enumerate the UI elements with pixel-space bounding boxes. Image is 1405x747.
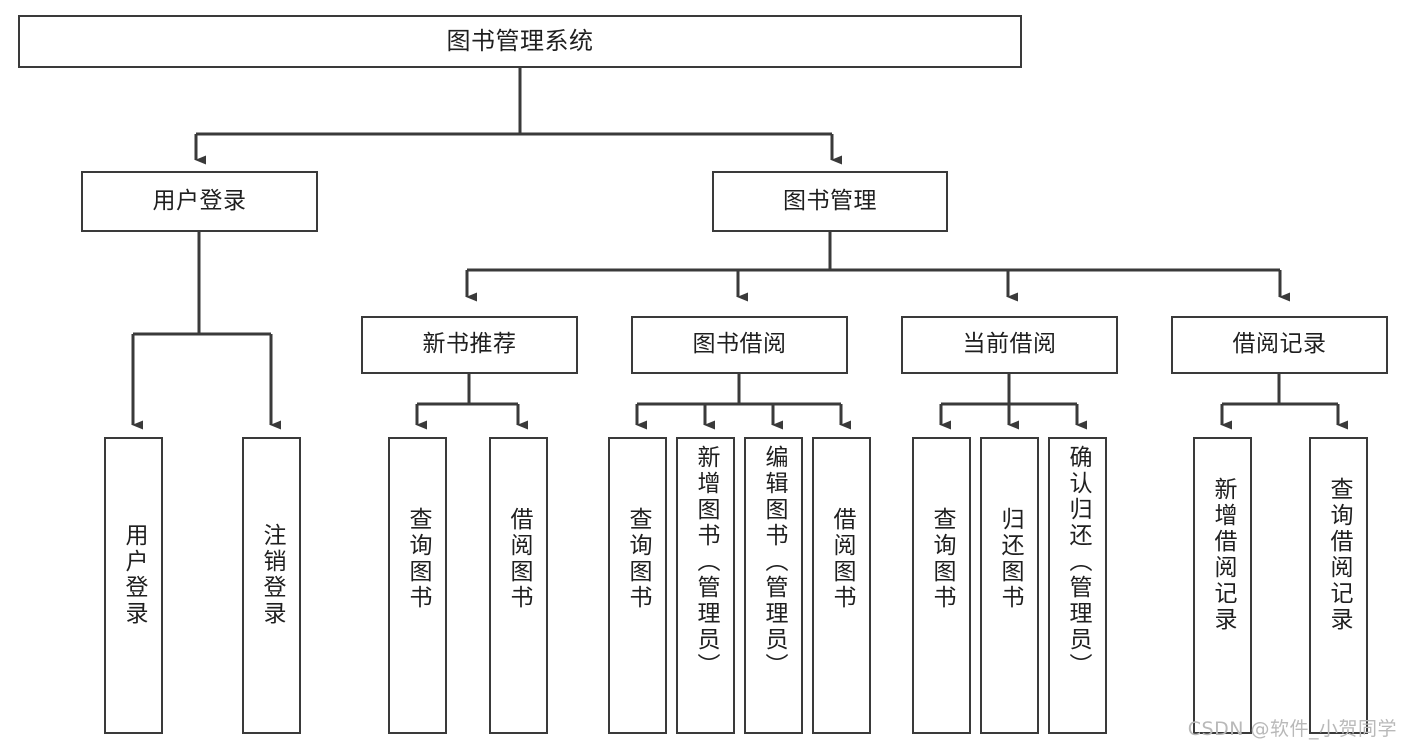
node-label: 借阅记录: [1232, 331, 1327, 358]
node-label: 新增借阅记录: [1210, 477, 1236, 633]
node-label: 借阅图书: [829, 507, 855, 611]
node-label: 查询图书: [929, 507, 955, 611]
node-root-system[interactable]: 图书管理系统: [18, 15, 1022, 68]
node-label: 用户登录: [121, 523, 147, 627]
node-borrow-record[interactable]: 借阅记录: [1171, 316, 1388, 374]
node-label: 查询图书: [405, 507, 431, 611]
node-label: 归还图书: [997, 507, 1023, 611]
leaf-current-return-book[interactable]: 归还图书: [980, 437, 1039, 734]
node-label: 编辑图书（管理员）: [761, 445, 787, 679]
node-label: 借阅图书: [506, 507, 532, 611]
leaf-record-query[interactable]: 查询借阅记录: [1309, 437, 1368, 734]
node-user-login[interactable]: 用户登录: [81, 171, 318, 232]
node-label: 当前借阅: [962, 331, 1057, 358]
node-current-borrow[interactable]: 当前借阅: [901, 316, 1118, 374]
watermark-text: CSDN @软件_小贺同学: [1187, 718, 1397, 740]
leaf-borrow-add-book-admin[interactable]: 新增图书（管理员）: [676, 437, 735, 734]
leaf-user-login-login[interactable]: 用户登录: [104, 437, 163, 734]
node-label: 新书推荐: [422, 331, 517, 358]
node-book-borrow[interactable]: 图书借阅: [631, 316, 848, 374]
leaf-borrow-edit-book-admin[interactable]: 编辑图书（管理员）: [744, 437, 803, 734]
node-label: 新增图书（管理员）: [693, 445, 719, 679]
leaf-current-query-book[interactable]: 查询图书: [912, 437, 971, 734]
node-label: 查询图书: [625, 507, 651, 611]
node-label: 查询借阅记录: [1326, 477, 1352, 633]
leaf-borrow-borrow-book[interactable]: 借阅图书: [812, 437, 871, 734]
node-label: 注销登录: [259, 523, 285, 627]
leaf-record-add[interactable]: 新增借阅记录: [1193, 437, 1252, 734]
node-label: 确认归还（管理员）: [1065, 445, 1091, 679]
node-label: 图书借阅: [692, 331, 787, 358]
leaf-borrow-query-book[interactable]: 查询图书: [608, 437, 667, 734]
leaf-user-login-logout[interactable]: 注销登录: [242, 437, 301, 734]
leaf-new-book-query[interactable]: 查询图书: [388, 437, 447, 734]
leaf-new-book-borrow[interactable]: 借阅图书: [489, 437, 548, 734]
node-label: 图书管理系统: [446, 27, 594, 56]
node-book-management[interactable]: 图书管理: [712, 171, 948, 232]
node-new-book-recommend[interactable]: 新书推荐: [361, 316, 578, 374]
node-label: 用户登录: [152, 187, 247, 214]
node-label: 图书管理: [783, 187, 877, 214]
leaf-current-confirm-return-admin[interactable]: 确认归还（管理员）: [1048, 437, 1107, 734]
